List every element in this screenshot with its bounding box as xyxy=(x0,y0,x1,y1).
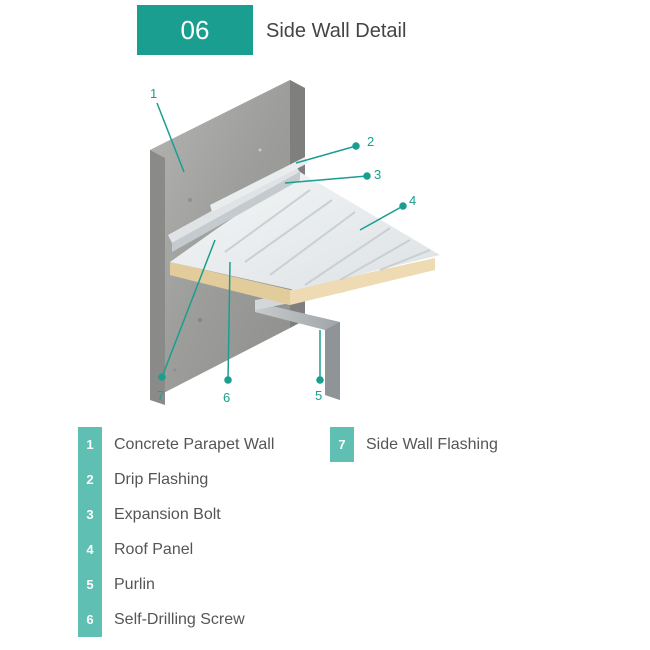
legend-label: Purlin xyxy=(114,576,155,593)
callout-numbers: 1 2 3 4 5 6 7 xyxy=(150,86,416,405)
legend-item-6: 6 Self-Drilling Screw xyxy=(78,602,378,637)
legend-badge: 6 xyxy=(78,602,102,637)
legend-label: Side Wall Flashing xyxy=(366,436,498,453)
leader-lines xyxy=(156,102,407,384)
legend-badge: 5 xyxy=(78,567,102,602)
legend-item-4: 4 Roof Panel xyxy=(78,532,378,567)
legend-item-1: 1 Concrete Parapet Wall xyxy=(78,427,378,462)
roof-panel xyxy=(170,172,440,290)
callout-3: 3 xyxy=(374,167,381,182)
legend-item-2: 2 Drip Flashing xyxy=(78,462,378,497)
legend-item-7: 7 Side Wall Flashing xyxy=(330,427,630,462)
callout-5: 5 xyxy=(315,388,322,403)
legend-label: Roof Panel xyxy=(114,541,194,558)
callout-4: 4 xyxy=(409,193,416,208)
callout-6: 6 xyxy=(223,390,230,405)
legend-item-5: 5 Purlin xyxy=(78,567,378,602)
legend-badge: 3 xyxy=(78,497,102,532)
legend-label: Self-Drilling Screw xyxy=(114,611,245,628)
legend-badge: 7 xyxy=(330,427,354,462)
legend-badge: 1 xyxy=(78,427,102,462)
legend-label: Drip Flashing xyxy=(114,471,209,488)
legend-label: Concrete Parapet Wall xyxy=(114,436,275,453)
callout-7: 7 xyxy=(157,388,164,403)
page-title: Side Wall Detail xyxy=(266,20,407,42)
section-number-box: 06 xyxy=(137,5,253,55)
callout-1: 1 xyxy=(150,86,157,101)
legend-badge: 2 xyxy=(78,462,102,497)
legend-item-3: 3 Expansion Bolt xyxy=(78,497,378,532)
section-number: 06 xyxy=(180,14,210,45)
legend-label: Expansion Bolt xyxy=(114,506,221,523)
callout-2: 2 xyxy=(367,134,374,149)
legend-badge: 4 xyxy=(78,532,102,567)
side-wall-flashing xyxy=(168,157,308,252)
